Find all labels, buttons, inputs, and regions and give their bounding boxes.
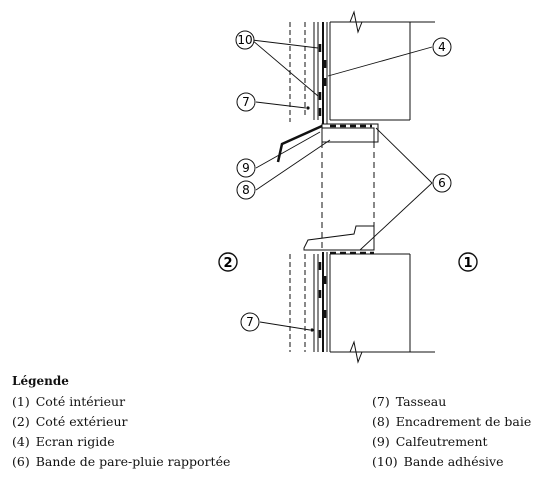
legend-num: (4)	[12, 434, 30, 449]
legend-num: (2)	[12, 414, 30, 429]
svg-text:4: 4	[438, 40, 446, 54]
legend-item-2: (2) Coté extérieur	[12, 414, 127, 430]
callout-6: 6	[432, 173, 452, 193]
batten-dots	[306, 106, 314, 332]
callout-4: 4	[432, 37, 452, 57]
legend-text: Bande adhésive	[403, 454, 504, 469]
callout-10: 10	[235, 30, 255, 50]
sill	[303, 225, 375, 255]
svg-text:10: 10	[237, 33, 252, 47]
legend-num: (1)	[12, 394, 30, 409]
legend-item-7: (7) Tasseau	[372, 394, 446, 410]
legend-item-9: (9) Calfeutrement	[372, 434, 488, 450]
legend-item-1: (1) Coté intérieur	[12, 394, 125, 410]
legend-num: (8)	[372, 414, 390, 429]
leader-lines	[251, 39, 433, 331]
window-frame-head	[321, 123, 379, 143]
legend-text: Tasseau	[395, 394, 447, 409]
svg-text:7: 7	[246, 315, 254, 329]
side-marker-interior: 1	[458, 252, 478, 272]
callout-7-upper: 7	[236, 92, 256, 112]
legend-text: Encadrement de baie	[395, 414, 532, 429]
svg-text:9: 9	[242, 161, 250, 175]
callout-8: 8	[236, 180, 256, 200]
svg-text:7: 7	[242, 95, 250, 109]
adhesive-tape-marks	[318, 44, 327, 116]
legend-num: (6)	[12, 454, 30, 469]
drip-flashing	[276, 124, 323, 163]
adhesive-tape-marks-lower	[318, 262, 327, 338]
legend-text: Coté extérieur	[35, 414, 128, 429]
legend-text: Calfeutrement	[395, 434, 488, 449]
legend-text: Bande de pare-pluie rapportée	[35, 454, 231, 469]
legend-num: (7)	[372, 394, 390, 409]
legend-text: Ecran rigide	[35, 434, 115, 449]
legend-item-6: (6) Bande de pare-pluie rapportée	[12, 454, 230, 470]
legend-item-8: (8) Encadrement de baie	[372, 414, 531, 430]
legend-num: (10)	[372, 454, 398, 469]
callout-9: 9	[236, 158, 256, 178]
legend-item-10: (10) Bande adhésive	[372, 454, 504, 470]
lower-wall	[289, 252, 435, 364]
svg-text:2: 2	[223, 256, 232, 271]
window-section-drawing: 10 7 9 8 4 6 7 2 1	[218, 10, 478, 364]
upper-wall	[289, 10, 435, 124]
side-marker-exterior: 2	[218, 252, 238, 272]
svg-text:6: 6	[438, 176, 446, 190]
callout-7-lower: 7	[240, 312, 260, 332]
opening-projection	[321, 142, 375, 248]
legend-item-4: (4) Ecran rigide	[12, 434, 115, 450]
legend-title: Légende	[12, 374, 69, 388]
legend-num: (9)	[372, 434, 390, 449]
svg-text:1: 1	[463, 256, 472, 271]
legend-text: Coté intérieur	[35, 394, 126, 409]
svg-text:8: 8	[242, 183, 250, 197]
legend: Légende (1) Coté intérieur (2) Coté extéri…	[12, 374, 531, 469]
